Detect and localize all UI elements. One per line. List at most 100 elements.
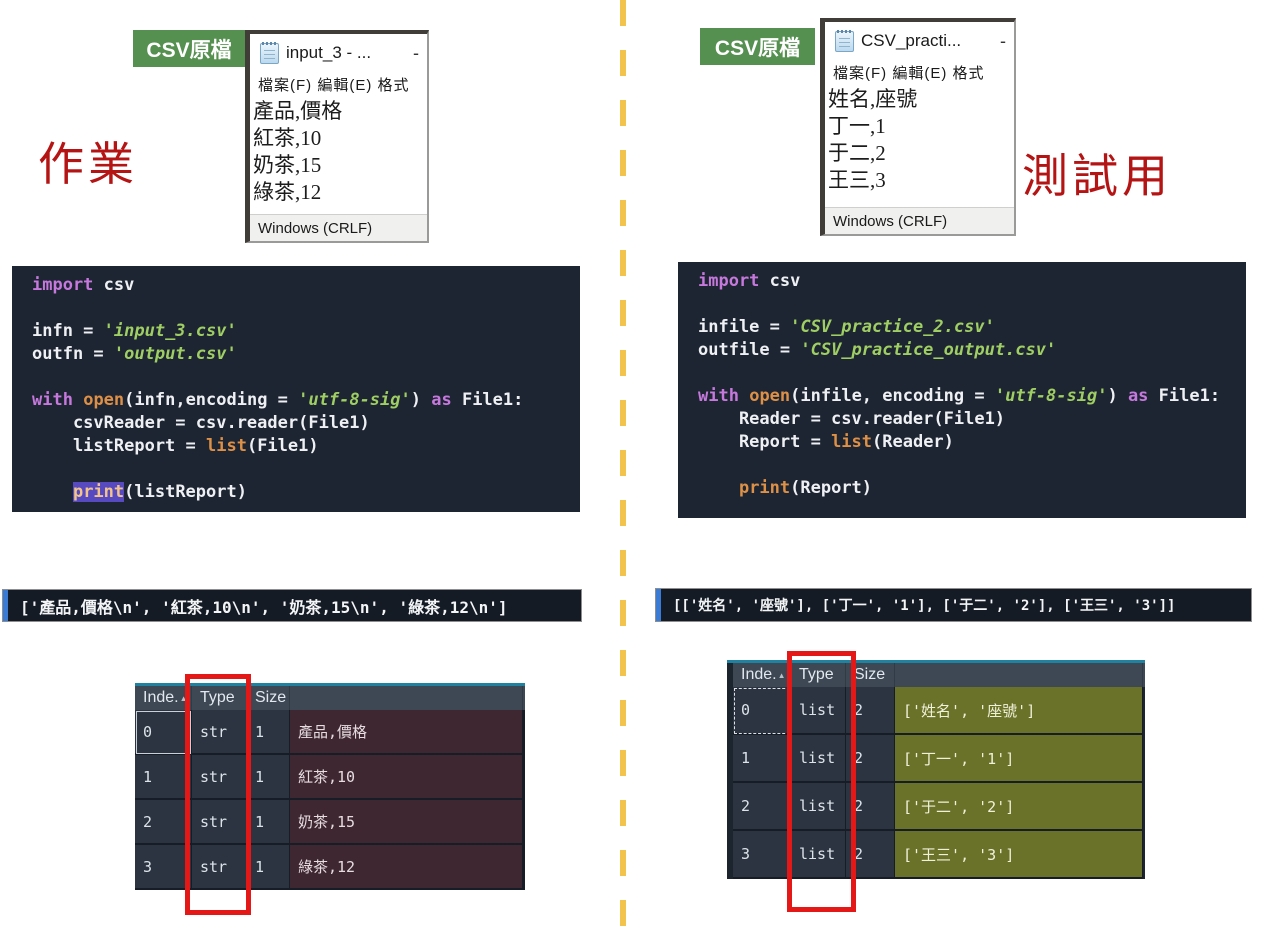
- code-line: infn = 'input_3.csv': [32, 321, 237, 341]
- column-header[interactable]: [895, 663, 1143, 687]
- console-cursor-bar: [656, 589, 661, 621]
- code-line: [698, 454, 1240, 477]
- csv-line: 紅茶,10: [253, 126, 322, 150]
- minimize-button[interactable]: -: [1000, 30, 1006, 51]
- code-line: import csv: [698, 271, 801, 291]
- column-header[interactable]: Type: [192, 686, 247, 710]
- code-line: csvReader = csv.reader(File1): [32, 413, 370, 433]
- code-line: [32, 297, 574, 320]
- table-cell[interactable]: str: [192, 800, 247, 845]
- table-cell[interactable]: 1: [247, 755, 290, 800]
- sort-icon: ▲: [777, 670, 786, 680]
- table-cell[interactable]: 1: [247, 845, 290, 890]
- notepad-titlebar[interactable]: CSV_practi... -: [825, 22, 1014, 60]
- code-line: Report = list(Reader): [698, 432, 954, 452]
- column-header[interactable]: Inde.▲: [135, 686, 192, 710]
- table-cell[interactable]: 產品,價格: [290, 710, 523, 755]
- table-cell[interactable]: 奶茶,15: [290, 800, 523, 845]
- notepad-icon: [835, 29, 854, 52]
- notepad-text-area[interactable]: 姓名,座號 丁一,1 于二,2 王三,3: [825, 86, 1014, 207]
- table-cell[interactable]: 3: [733, 831, 791, 879]
- column-header[interactable]: Size: [247, 686, 290, 710]
- table-cell[interactable]: 綠茶,12: [290, 845, 523, 890]
- code-line: outfn = 'output.csv': [32, 344, 237, 364]
- console-output-left: ['產品,價格\n', '紅茶,10\n', '奶茶,15\n', '綠茶,12…: [2, 589, 582, 622]
- csv-source-tag-left: CSV原檔: [133, 30, 245, 67]
- table-cell[interactable]: 2: [846, 735, 895, 783]
- column-header[interactable]: Inde.▲: [733, 663, 791, 687]
- table-cell[interactable]: 1: [247, 800, 290, 845]
- table-cell[interactable]: list: [791, 783, 846, 831]
- notepad-statusbar: Windows (CRLF): [250, 214, 427, 241]
- table-cell[interactable]: list: [791, 735, 846, 783]
- csv-line: 丁一,1: [828, 114, 886, 138]
- notepad-icon: [260, 41, 279, 64]
- table-cell[interactable]: ['王三', '3']: [895, 831, 1143, 879]
- table-cell[interactable]: 3: [135, 845, 192, 890]
- code-line: [32, 366, 574, 389]
- table-cell[interactable]: 2: [733, 783, 791, 831]
- csv-line: 王三,3: [828, 168, 886, 192]
- console-output-text: ['產品,價格\n', '紅茶,10\n', '奶茶,15\n', '綠茶,12…: [20, 597, 508, 617]
- code-line: with open(infile, encoding = 'utf-8-sig'…: [698, 386, 1221, 406]
- notepad-title: input_3 - ...: [286, 43, 372, 62]
- column-header[interactable]: Type: [791, 663, 846, 687]
- table-cell[interactable]: str: [192, 755, 247, 800]
- csv-line: 于二,2: [828, 141, 886, 165]
- notepad-title: CSV_practi...: [861, 31, 962, 50]
- code-line: with open(infn,encoding = 'utf-8-sig') a…: [32, 390, 524, 410]
- code-line: Reader = csv.reader(File1): [698, 409, 1006, 429]
- table-cell[interactable]: ['于二', '2']: [895, 783, 1143, 831]
- column-header[interactable]: [290, 686, 523, 710]
- table-cell[interactable]: str: [192, 710, 247, 755]
- csv-line: 姓名,座號: [828, 87, 918, 111]
- code-line: import csv: [32, 275, 135, 295]
- table-cell[interactable]: list: [791, 687, 846, 735]
- table-cell[interactable]: str: [192, 845, 247, 890]
- table-cell[interactable]: list: [791, 831, 846, 879]
- table-cell[interactable]: 2: [846, 783, 895, 831]
- table-cell[interactable]: 紅茶,10: [290, 755, 523, 800]
- table-cell[interactable]: 2: [846, 687, 895, 735]
- table-cell[interactable]: 0: [733, 687, 791, 735]
- table-cell[interactable]: 1: [733, 735, 791, 783]
- notepad-titlebar[interactable]: input_3 - ... -: [250, 34, 427, 72]
- table-cell[interactable]: 1: [247, 710, 290, 755]
- code-editor-right[interactable]: import csv infile = 'CSV_practice_2.csv'…: [678, 262, 1246, 518]
- notepad-text-area[interactable]: 產品,價格 紅茶,10 奶茶,15 綠茶,12: [250, 98, 427, 214]
- table-cell[interactable]: 0: [135, 710, 192, 755]
- column-header[interactable]: Size: [846, 663, 895, 687]
- code-line: listReport = list(File1): [32, 436, 319, 456]
- notepad-menubar[interactable]: 檔案(F) 編輯(E) 格式: [833, 65, 985, 82]
- code-line: [32, 458, 574, 481]
- csv-source-tag-right: CSV原檔: [700, 28, 815, 65]
- table-cell[interactable]: 2: [846, 831, 895, 879]
- code-editor-left[interactable]: import csv infn = 'input_3.csv'outfn = '…: [12, 266, 580, 512]
- notepad-menubar[interactable]: 檔案(F) 編輯(E) 格式: [258, 77, 410, 94]
- table-cell[interactable]: ['姓名', '座號']: [895, 687, 1143, 735]
- annotation-homework: 作業: [38, 138, 138, 190]
- minimize-button[interactable]: -: [413, 42, 419, 63]
- code-line: infile = 'CSV_practice_2.csv': [698, 317, 995, 337]
- console-output-right: [['姓名', '座號'], ['丁一', '1'], ['于二', '2'],…: [655, 588, 1252, 622]
- code-line: [698, 362, 1240, 385]
- table-cell[interactable]: 2: [135, 800, 192, 845]
- table-cell[interactable]: ['丁一', '1']: [895, 735, 1143, 783]
- csv-line: 產品,價格: [253, 99, 343, 123]
- table-cell[interactable]: 1: [135, 755, 192, 800]
- notepad-statusbar: Windows (CRLF): [825, 207, 1014, 234]
- dashed-divider: [620, 0, 626, 927]
